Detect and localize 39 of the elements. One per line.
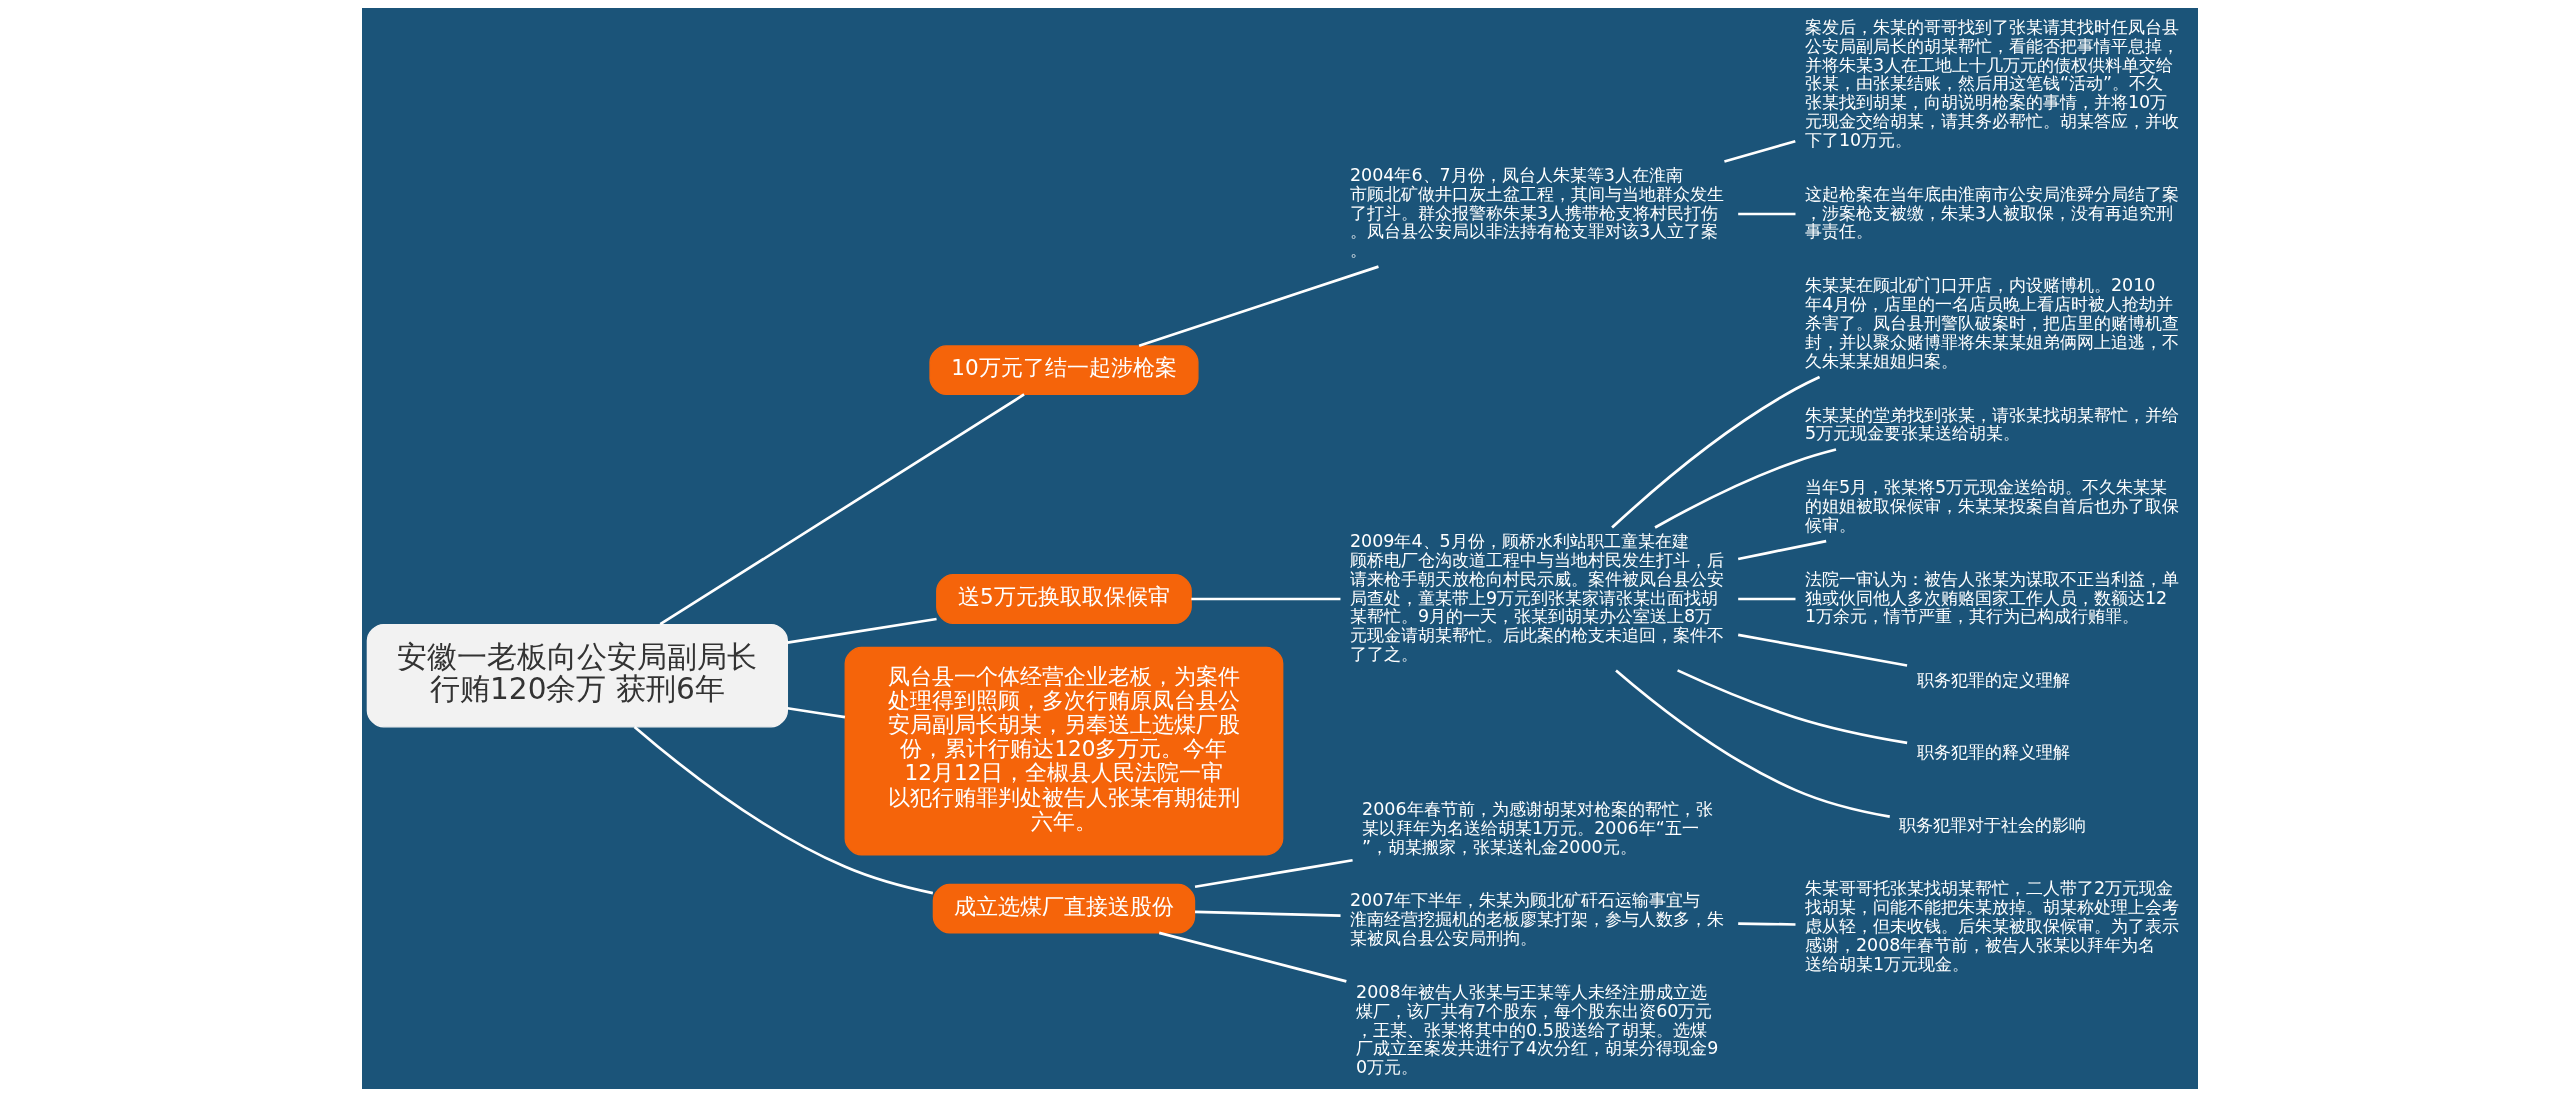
connector: [1191, 597, 1341, 601]
connector: [633, 725, 934, 895]
connector: [1724, 139, 1796, 163]
connector: [1654, 448, 1837, 529]
node-text: 案发后，朱某的哥哥找到了张某请其找时任凤台县公安局副局长的胡某帮忙，看能否把事情平息掉，并将朱某3人在工地上十几万元的债权供料单交给张某，由张某结账，然后用这笔钱“活动”。不久张某找到胡某，向胡说明枪案的事情，并将10万元现金交给胡某，请其务必帮忙。胡某答应，并收下了10万元。: [1804, 16, 2179, 150]
node-text: 2008年被告人张某与王某等人未经注册成立选煤厂，该厂共有7个股东，每个股东出资60万元，王某、张某将其中的0.5股送给了胡某。选煤厂成立至案发共进行了4次分红，胡某分得现金90万元。: [1356, 981, 1719, 1078]
connector: [1195, 910, 1341, 917]
connector: [1615, 669, 1890, 818]
connector: [1738, 212, 1796, 216]
node-box: 凤台县一个体经营企业老板，为案件处理得到照顾，多次行贿原凤台县公安局副局长胡某，另奉送上选煤厂股份，累计行贿达120多万元。今年12月12日，全椒县人民法院一审以犯行贿罪判处被告人张某有期徒刑六年。: [844, 646, 1284, 856]
connector: [1138, 265, 1379, 348]
node-box: 安徽一老板向公安局副局长行贿120余万 获刑6年: [366, 623, 789, 728]
node-text: 朱某某在顾北矿门口开店，内设赌博机。2010年4月份，店里的一名店员晚上看店时被人抢劫并杀害了。凤台县刑警队破案时，把店里的赌博机查封，并以聚众赌博罪将朱某某姐弟俩网上追逃，不久朱某某姐姐归案。: [1804, 275, 2179, 371]
node-text: 2006年春节前，为感谢胡某对枪案的帮忙，张某以拜年为名送给胡某1万元。2006年“五一”，胡某搬家，张某送礼金2000元。: [1362, 798, 1713, 857]
connector: [1737, 633, 1908, 667]
node-box: 送5万元换取取保候审: [936, 574, 1192, 624]
node-text: 2007年下半年，朱某为顾北矿矸石运输事宜与淮南经营挖掘机的老板廖某打架，参与人数多，朱某被凤台县公安局刑拘。: [1349, 890, 1724, 949]
node-box: 10万元了结一起涉枪案: [929, 345, 1199, 396]
connector: [1738, 597, 1796, 601]
connector: [1158, 931, 1347, 983]
node-text: 朱某哥哥托张某找胡某帮忙，二人带了2万元现金找胡某，问能不能把朱某放掉。胡某称处理上会考虑从轻，但未收钱。后朱某被取保候审。为了表示感谢，2008年春节前，被告人张某以拜年为名送给胡某1万元现金。: [1804, 878, 2179, 974]
connector: [1611, 375, 1821, 529]
node-text: 法院一审认为：被告人张某为谋取不正当利益，单独或伙同他人多次贿赂国家工作人员，数额达121万余元，情节严重，其行为已构成行贿罪。: [1804, 568, 2179, 627]
node-text: 这起枪案在当年底由淮南市公安局淮舜分局结了案，涉案枪支被缴，朱某3人被取保，没有再追究刑事责任。: [1804, 183, 2179, 242]
connector: [1677, 669, 1908, 745]
node-text: 职务犯罪的释义理解: [1916, 742, 2070, 763]
node-text: 2009年4、5月份，顾桥水利站职工童某在建顾桥电厂仓沟改道工程中与当地村民发生打斗，后请来枪手朝天放枪向村民示威。案件被凤台县公安局查处，童某带上9万元到张某家请张某出面找胡某帮忙。9月的一天，张某到胡某办公室送上8万元现金请胡某帮忙。后此案的枪支未追回，案件不了了之。: [1349, 531, 1724, 665]
connector: [1737, 539, 1827, 561]
node-text: 当年5月，张某将5万元现金送给胡。不久朱某某的姐姐被取保候审，朱某某投案自首后也办了取保候审。: [1804, 477, 2179, 535]
connector: [787, 617, 937, 644]
node-text: 职务犯罪的定义理解: [1916, 669, 2070, 690]
connector: [1194, 858, 1353, 889]
node-text: 2004年6、7月份，凤台人朱某等3人在淮南市顾北矿做井口灰土盆工程，其间与当地群众发生了打斗。群众报警称朱某3人携带枪支将村民打伤。凤台县公安局以非法持有枪支罪对该3人立了案。: [1349, 164, 1724, 261]
node-text: 职务犯罪对于社会的影响: [1899, 815, 2087, 836]
node-text: 朱某某的堂弟找到张某，请张某找胡某帮忙，并给5万元现金要张某送给胡某。: [1804, 404, 2179, 444]
connector: [659, 393, 1025, 626]
connector: [1738, 922, 1796, 926]
connector: [787, 706, 846, 719]
node-box: 成立选煤厂直接送股份: [932, 883, 1196, 934]
